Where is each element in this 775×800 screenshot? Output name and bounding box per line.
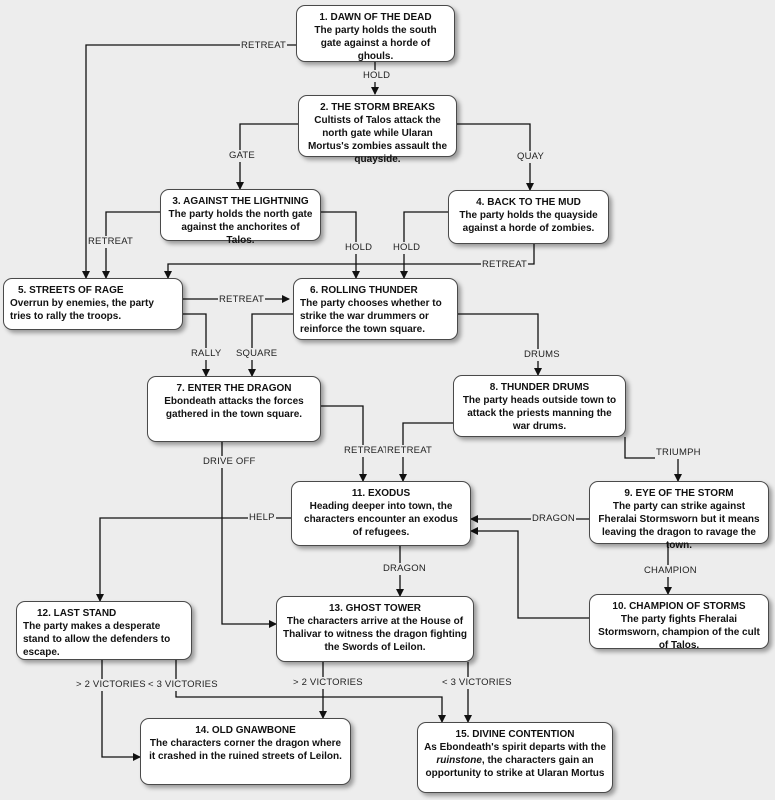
edge-6-to-8 — [458, 313, 542, 376]
node-description: The party can strike against Fheralai St… — [598, 501, 760, 551]
node-description: The party holds the south gate against a… — [314, 25, 437, 62]
node-12: 12. LAST STAND The party makes a despera… — [16, 601, 192, 660]
edge-6-to-7 — [248, 313, 293, 377]
node-title: 9. EYE OF THE STORM — [624, 488, 734, 499]
node-description: The party makes a desperate stand to all… — [23, 621, 171, 658]
edge-label-hold: HOLD — [344, 242, 374, 254]
edge-label-less-than-3-victories: < 3 VICTORIES — [441, 677, 513, 689]
node-title: 14. OLD GNAWBONE — [195, 725, 296, 736]
edge-label-hold: HOLD — [362, 70, 392, 82]
node-description: Cultists of Talos attack the north gate … — [307, 115, 448, 165]
edge-label-help: HELP — [248, 512, 276, 524]
edge-11-to-12 — [96, 517, 291, 602]
node-description: Overrun by enemies, the party tries to r… — [10, 298, 154, 322]
edge-label-drive-off: DRIVE OFF — [202, 456, 257, 468]
node-description: Ebondeath attacks the forces gathered in… — [164, 396, 304, 420]
node-13: 13. GHOST TOWER The characters arrive at… — [276, 596, 474, 662]
edge-label-dragon: DRAGON — [382, 563, 427, 575]
node-title: 3. AGAINST THE LIGHTNING — [172, 196, 309, 207]
node-8: 8. THUNDER DRUMS The party heads outside… — [453, 375, 626, 437]
node-description: The party chooses whether to strike the … — [300, 298, 442, 335]
node-1: 1. DAWN OF THE DEAD The party holds the … — [296, 5, 455, 62]
edge-8-to-9 — [624, 437, 682, 482]
node-description: The party holds the north gate against t… — [168, 209, 313, 246]
node-15: 15. DIVINE CONTENTION As Ebondeath's spi… — [417, 722, 613, 793]
edge-4-to-6 — [400, 211, 448, 279]
node-title: 6. ROLLING THUNDER — [310, 285, 418, 296]
edge-label-drums: DRUMS — [523, 349, 561, 361]
edge-label-triumph: TRIUMPH — [655, 447, 702, 459]
edge-10-to-11 — [470, 527, 589, 619]
node-title: 8. THUNDER DRUMS — [489, 382, 590, 393]
node-11: 11. EXODUS Heading deeper into town, the… — [291, 481, 471, 546]
edge-12-to-14 — [101, 660, 141, 761]
node-title: 13. GHOST TOWER — [328, 603, 422, 614]
edge-label-dragon: DRAGON — [531, 513, 576, 525]
edge-4-to-5 — [164, 244, 535, 279]
edge-label-retreat: RETREAT — [386, 445, 434, 457]
node-description: The party holds the quayside against a h… — [459, 210, 598, 234]
edge-1-to-5 — [82, 44, 296, 279]
node-description: Heading deeper into town, the characters… — [304, 501, 458, 538]
edge-7-to-13 — [221, 442, 277, 628]
edge-7-to-11 — [321, 405, 367, 482]
edge-2-to-3 — [236, 123, 298, 190]
node-description: As Ebondeath's spirit departs with the r… — [424, 741, 606, 780]
node-2: 2. THE STORM BREAKS Cultists of Talos at… — [298, 95, 457, 165]
node-description: The characters arrive at the House of Th… — [283, 616, 467, 653]
edge-3-to-5 — [102, 211, 160, 279]
edge-3-to-6 — [321, 211, 360, 279]
node-title: 15. DIVINE CONTENTION — [455, 729, 575, 740]
node-title: 1. DAWN OF THE DEAD — [319, 12, 432, 23]
edge-label-retreat: RETREAT — [343, 445, 391, 457]
edge-label-champion: CHAMPION — [643, 565, 698, 577]
node-title: 4. BACK TO THE MUD — [476, 197, 581, 208]
edge-12-to-15 — [175, 660, 446, 723]
node-description-part: As Ebondeath's spirit departs with the — [424, 742, 606, 753]
node-title: 12. LAST STAND — [37, 608, 117, 619]
edge-label-quay: QUAY — [516, 151, 546, 163]
edge-label-retreat: RETREAT — [87, 236, 135, 248]
node-7: 7. ENTER THE DRAGON Ebondeath attacks th… — [147, 376, 321, 442]
node-4: 4. BACK TO THE MUD The party holds the q… — [448, 190, 609, 244]
edge-2-to-4 — [457, 123, 534, 191]
node-6: 6. ROLLING THUNDER The party chooses whe… — [293, 278, 458, 340]
edge-label-less-than-3-victories: < 3 VICTORIES — [147, 679, 219, 691]
node-description: The party fights Fheralai Stormsworn, ch… — [598, 614, 760, 651]
node-title: 7. ENTER THE DRAGON — [176, 383, 292, 394]
node-title: 2. THE STORM BREAKS — [320, 102, 435, 113]
node-14: 14. OLD GNAWBONE The characters corner t… — [140, 718, 351, 785]
node-description-part: , the characters gain an opportunity to … — [425, 755, 605, 779]
node-10: 10. CHAMPION OF STORMS The party fights … — [589, 594, 769, 651]
node-title: 10. CHAMPION OF STORMS — [612, 601, 746, 612]
edge-label-square: SQUARE — [235, 348, 279, 360]
edge-label-gate: GATE — [228, 150, 256, 162]
node-description-emphasis: ruinstone — [436, 755, 482, 766]
edge-8-to-11 — [399, 422, 453, 482]
node-5: 5. STREETS OF RAGE Overrun by enemies, t… — [3, 278, 183, 330]
edge-label-more-than-2-victories: > 2 VICTORIES — [75, 679, 147, 691]
edge-label-retreat: RETREAT — [240, 40, 288, 52]
node-description: The party heads outside town to attack t… — [462, 395, 617, 432]
node-title: 11. EXODUS — [351, 488, 411, 499]
node-3: 3. AGAINST THE LIGHTNING The party holds… — [160, 189, 321, 246]
edge-label-retreat: RETREAT — [481, 259, 529, 271]
edge-label-rally: RALLY — [190, 348, 223, 360]
edge-label-retreat: RETREAT — [218, 294, 266, 306]
node-description: The characters corner the dragon where i… — [149, 738, 342, 762]
node-9: 9. EYE OF THE STORM The party can strike… — [589, 481, 769, 551]
edge-label-more-than-2-victories: > 2 VICTORIES — [292, 677, 364, 689]
edge-label-hold: HOLD — [392, 242, 422, 254]
node-title: 5. STREETS OF RAGE — [18, 285, 124, 296]
